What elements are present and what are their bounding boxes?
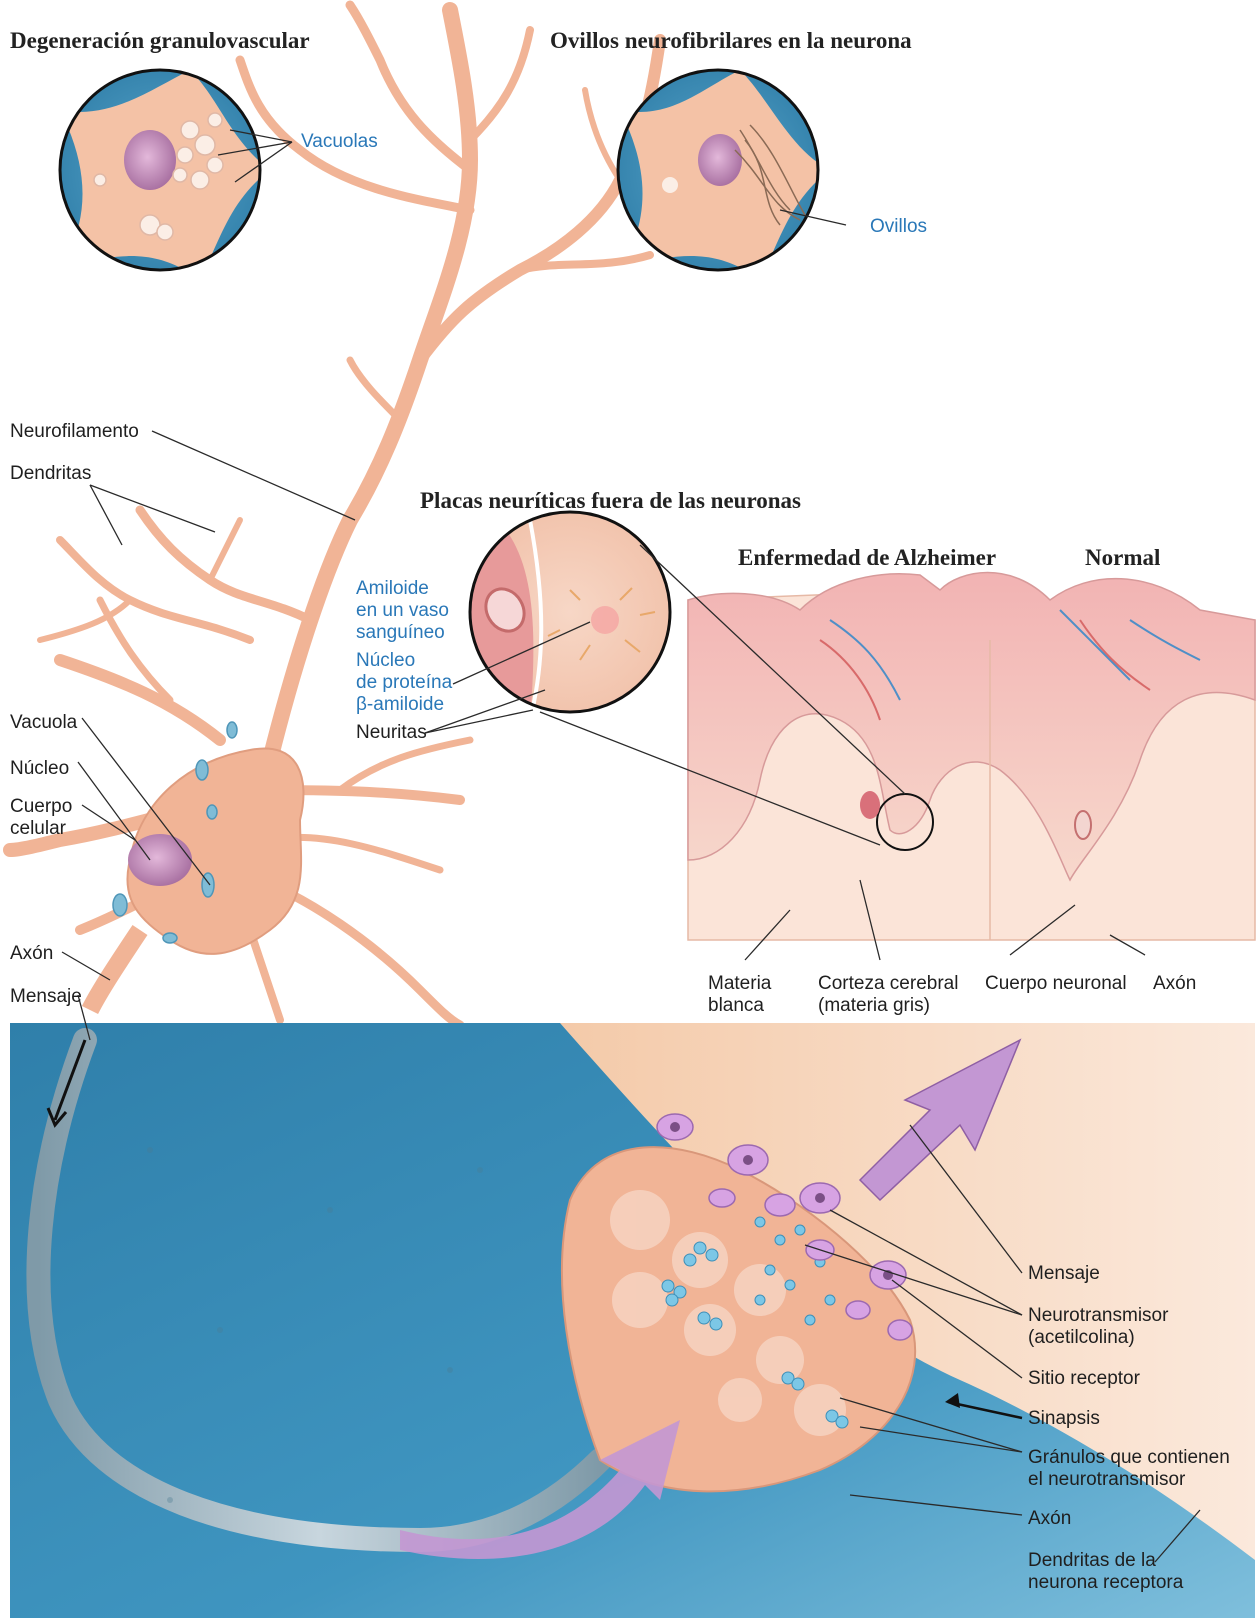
label-neurotransmisor: Neurotransmisor (acetilcolina)	[1028, 1305, 1168, 1349]
label-nucleo: Núcleo	[10, 758, 69, 780]
label-vacuola: Vacuola	[10, 712, 77, 734]
label-mensaje-synapse: Mensaje	[1028, 1263, 1100, 1285]
heading-granulovascular: Degeneración granulovascular	[10, 28, 310, 54]
label-nucleo-proteina: Núcleo de proteína β-amiloide	[356, 650, 452, 716]
nucleus-shape	[128, 834, 192, 886]
cortex-block	[688, 573, 1255, 941]
label-axon-cortex: Axón	[1153, 973, 1196, 995]
label-neurofilamento: Neurofilamento	[10, 421, 139, 443]
label-sitio-receptor: Sitio receptor	[1028, 1368, 1140, 1390]
label-sinapsis: Sinapsis	[1028, 1408, 1100, 1430]
label-cuerpo-neuronal: Cuerpo neuronal	[985, 973, 1127, 995]
label-ovillos: Ovillos	[870, 216, 927, 238]
label-amiloide: Amiloide en un vaso sanguíneo	[356, 578, 449, 644]
label-axon-neuron: Axón	[10, 943, 53, 965]
axon-stem	[90, 930, 140, 1010]
heading-ovillos: Ovillos neurofibrilares en la neurona	[550, 28, 912, 54]
heading-placas: Placas neuríticas fuera de las neuronas	[420, 488, 801, 514]
heading-normal: Normal	[1085, 545, 1160, 571]
placas-inset	[470, 500, 670, 720]
label-materia-blanca: Materia blanca	[708, 973, 771, 1017]
label-axon-synapse: Axón	[1028, 1508, 1071, 1530]
label-dendritas: Dendritas	[10, 463, 91, 485]
granulovascular-inset	[60, 70, 270, 280]
label-granulos: Gránulos que contienen el neurotransmiso…	[1028, 1447, 1230, 1491]
ovillos-inset	[618, 70, 830, 280]
heading-alzheimer: Enfermedad de Alzheimer	[738, 545, 996, 571]
label-vacuolas: Vacuolas	[301, 131, 378, 153]
label-cuerpo-celular: Cuerpo celular	[10, 796, 72, 840]
label-corteza: Corteza cerebral (materia gris)	[818, 973, 958, 1017]
label-neuritas: Neuritas	[356, 722, 427, 744]
label-dendritas-receptora: Dendritas de la neurona receptora	[1028, 1550, 1183, 1594]
label-mensaje-neuron: Mensaje	[10, 986, 82, 1008]
